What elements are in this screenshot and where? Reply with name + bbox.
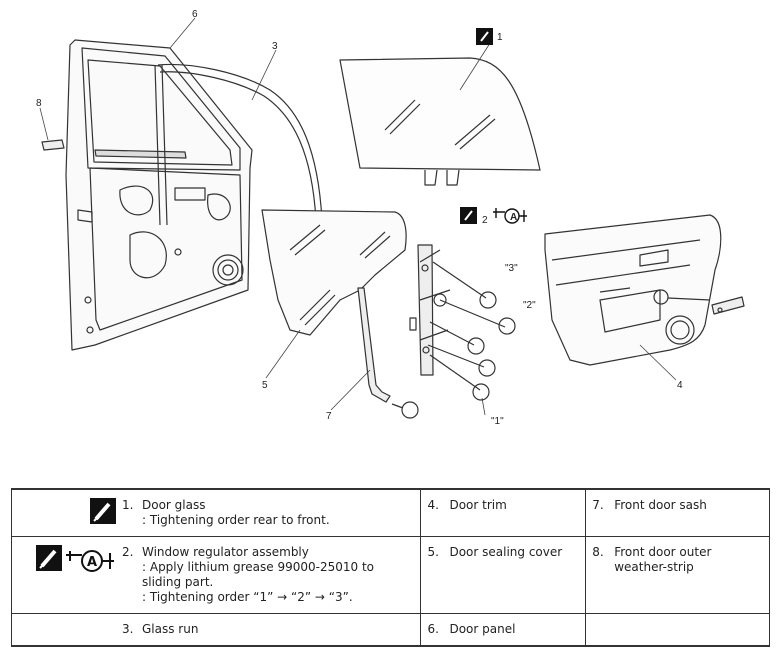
legend-item-number: 6. (427, 622, 439, 636)
callout-8: 8 (36, 98, 42, 109)
legend-item-number: 1. (122, 498, 134, 512)
legend-icon-group (16, 622, 122, 637)
callout-quote-1: "1" (491, 416, 504, 427)
callout-1: 1 (497, 32, 503, 43)
front-door-sash-illustration (357, 287, 419, 419)
callout-2: 2 (482, 215, 488, 226)
grease-letter: A (510, 212, 517, 223)
legend-item-line: Door glass (142, 498, 206, 512)
svg-text:A: A (87, 555, 97, 570)
legend-icon-group: A (16, 545, 122, 605)
legend-item-line: Window regulator assembly (142, 545, 309, 559)
legend-item-number: 8. (592, 545, 604, 559)
legend-item-number: 7. (592, 498, 604, 512)
legend-item-text: Door glass: Tightening order rear to fro… (142, 498, 414, 528)
legend-item-number: 2. (122, 545, 134, 559)
legend-item-text: Door panel (449, 622, 579, 637)
tighten-mark-icon (460, 207, 477, 224)
door-glass-illustration (339, 57, 541, 186)
tighten-mark-icon (476, 28, 493, 45)
legend-item-line: Front door outer (614, 545, 712, 559)
door-sealing-cover-illustration (261, 209, 407, 336)
door-trim-illustration (544, 214, 745, 366)
legend-cell: 4. Door trim (420, 488, 587, 537)
callout-quote-2: "2" (523, 300, 536, 311)
grease-gun-icon: A (64, 545, 116, 573)
legend-item-line: Front door sash (614, 498, 707, 512)
legend-row: 1. Door glass: Tightening order rear to f… (10, 488, 770, 537)
legend-row: 3. Glass run 6. Door panel (10, 613, 770, 647)
bolt-icon (467, 291, 516, 401)
legend-item-line: : Tightening order “1” → “2” → “3”. (142, 590, 353, 604)
tighten-mark-icon (90, 498, 116, 524)
glass-run-illustration (154, 63, 323, 226)
callout-quote-3: "3" (505, 263, 518, 274)
legend-item-line: Door panel (449, 622, 516, 636)
legend-item-text: Window regulator assembly: Apply lithium… (142, 545, 414, 605)
legend-item-line: : Apply lithium grease 99000-25010 to sl… (142, 560, 374, 589)
legend-item-text: Glass run (142, 622, 414, 637)
grease-gun-icon (493, 208, 527, 224)
parts-legend-table: 1. Door glass: Tightening order rear to f… (10, 488, 770, 647)
legend-cell: A 2. Window regulator assembly: Apply lith… (10, 536, 422, 614)
legend-item-text: Front door sash (614, 498, 763, 513)
legend-cell: 3. Glass run (10, 613, 422, 647)
legend-icon-group (16, 498, 122, 528)
door-exploded-diagram: 6 3 1 8 2 A "3" "2" "1" 5 7 4 (36, 9, 745, 427)
legend-item-text: Door trim (449, 498, 579, 513)
tighten-mark-icon (36, 545, 62, 571)
outer-weather-strip-illustration (41, 139, 65, 151)
legend-item-line: : Tightening order rear to front. (142, 513, 330, 527)
legend-item-number: 4. (427, 498, 439, 512)
callout-3: 3 (272, 41, 278, 52)
legend-item-number: 3. (122, 622, 134, 636)
legend-cell: 6. Door panel (420, 613, 587, 647)
callout-4: 4 (677, 380, 683, 391)
legend-cell: 1. Door glass: Tightening order rear to f… (10, 488, 422, 537)
callout-6: 6 (192, 9, 198, 20)
callout-5: 5 (262, 380, 268, 391)
legend-cell: 5. Door sealing cover (420, 536, 587, 614)
legend-cell (585, 613, 770, 647)
legend-item-line: Door trim (449, 498, 507, 512)
legend-item-number: 5. (427, 545, 439, 559)
legend-row: A 2. Window regulator assembly: Apply lith… (10, 536, 770, 614)
legend-item-line: Glass run (142, 622, 199, 636)
callout-7: 7 (326, 411, 332, 422)
legend-item-line: weather-strip (614, 560, 694, 574)
window-regulator-illustration (409, 244, 516, 401)
legend-cell: 7. Front door sash (585, 488, 770, 537)
legend-item-line: Door sealing cover (449, 545, 563, 559)
legend-item-text: Door sealing cover (449, 545, 579, 560)
